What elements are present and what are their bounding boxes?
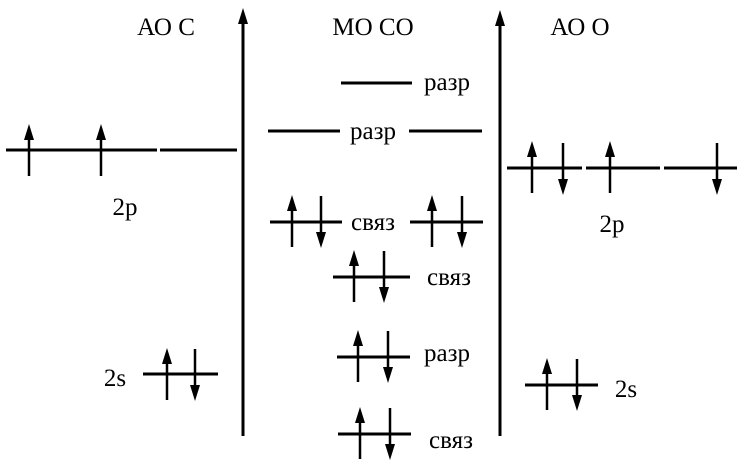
spin-down-arrow <box>379 251 389 303</box>
c-2p-label: 2p <box>113 194 138 221</box>
o-2p-label: 2p <box>600 211 625 238</box>
spin-down-arrow <box>457 196 467 248</box>
mo-bond-pi-levels <box>270 195 483 248</box>
header-ao-c: АО С <box>137 14 195 41</box>
mo-antibond-top-label: разр <box>424 69 470 96</box>
mo-antibond-s-level <box>337 330 410 383</box>
spin-down-arrow <box>383 331 393 383</box>
spin-up-arrow <box>24 124 34 176</box>
spin-down-arrow <box>190 349 200 401</box>
mo-bond-pi-label: связ <box>351 209 395 236</box>
o-2p-levels <box>507 141 737 195</box>
spin-up-arrow <box>287 195 297 247</box>
o-2s-label: 2s <box>615 376 637 403</box>
spin-up-arrow <box>353 330 363 382</box>
c-2s-label: 2s <box>104 365 126 392</box>
o-2s-level <box>525 358 598 411</box>
mo-antibond-s-label: разр <box>424 340 470 367</box>
energy-axis-left <box>238 8 248 436</box>
spin-up-arrow <box>349 250 359 302</box>
spin-up-arrow <box>605 141 615 193</box>
mo-bond-sigma-level <box>333 250 410 303</box>
mo-bond-s-level <box>338 407 411 460</box>
spin-up-arrow <box>542 358 552 410</box>
energy-axis-right <box>495 10 505 436</box>
mo-antibond-pi-label: разр <box>350 118 396 145</box>
spin-down-arrow <box>558 143 568 195</box>
spin-up-arrow <box>162 348 172 400</box>
spin-down-arrow <box>316 196 326 248</box>
mo-bond-s-label: связ <box>429 427 473 454</box>
spin-up-arrow <box>355 407 365 459</box>
header-mo-co: МО СО <box>332 14 413 41</box>
spin-up-arrow <box>527 141 537 193</box>
c-2s-level <box>143 348 218 401</box>
spin-down-arrow <box>385 408 395 460</box>
spin-up-arrow <box>427 195 437 247</box>
spin-up-arrow <box>96 124 106 176</box>
spin-down-arrow <box>572 359 582 411</box>
header-ao-o: АО О <box>550 14 609 41</box>
c-2p-levels <box>6 124 237 176</box>
mo-bond-sigma-label: связ <box>427 264 471 291</box>
spin-down-arrow <box>712 143 722 195</box>
